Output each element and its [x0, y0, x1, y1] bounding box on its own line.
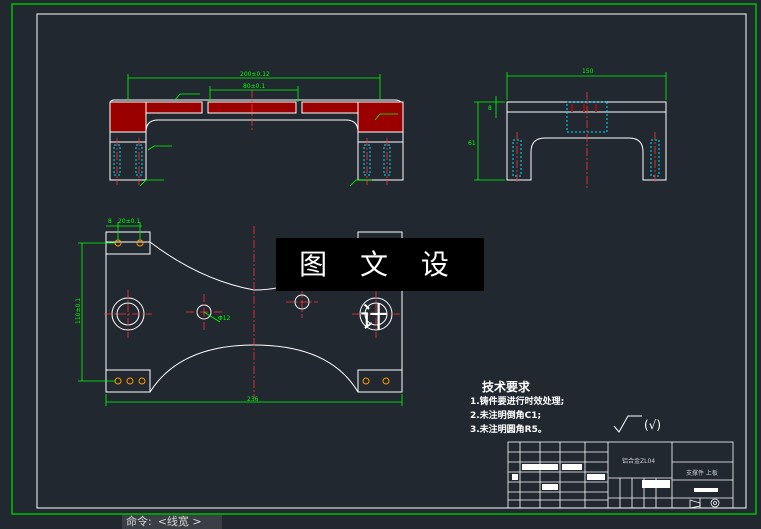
surface-roughness-symbol — [613, 415, 642, 433]
dim-side-height: 61 — [468, 140, 476, 147]
front-hidden-holes — [113, 144, 391, 176]
dim-side-small: 8 — [488, 105, 492, 112]
sheet-border — [11, 3, 757, 515]
plan-dimensions — [78, 222, 403, 406]
drawing-name: 支撑件 上板 — [686, 470, 718, 477]
dim-top-width: 200±0.12 — [240, 71, 270, 78]
command-label: 命令: — [126, 515, 152, 528]
drawing-frame — [36, 13, 747, 509]
side-section-marks — [571, 104, 597, 112]
tech-requirements-title: 技术要求 — [482, 380, 531, 394]
front-centerlines — [116, 90, 388, 185]
tech-requirement-item: 3.未注明圆角R5。 — [470, 425, 547, 435]
side-centerlines — [516, 92, 656, 188]
dim-side-width: 150 — [582, 68, 594, 75]
side-view — [506, 101, 667, 181]
dim-plan-height: 110±0.1 — [75, 298, 82, 324]
dim-hole-left: 8 — [108, 218, 112, 225]
dim-hole-dia: Φ12 — [218, 315, 231, 322]
side-hidden-holes — [512, 101, 660, 177]
command-line[interactable]: 命令: <线宽 > — [122, 515, 222, 529]
surface-mark-note: (√) — [644, 418, 662, 432]
tech-requirement-item: 1.铸件要进行时效处理; — [470, 397, 565, 407]
watermark-banner: 图 文 设 计 — [276, 238, 484, 334]
tech-requirements: 技术要求 1.铸件要进行时效处理; 2.未注明倒角C1; 3.未注明圆角R5。 — [470, 378, 564, 437]
title-block-fills — [512, 464, 718, 492]
dim-hole-pitch: 20±0.1 — [118, 218, 140, 225]
projection-symbol — [689, 498, 720, 509]
front-section-view — [109, 99, 404, 181]
front-dimensions — [127, 74, 398, 187]
tech-requirement-item: 2.未注明倒角C1; — [470, 411, 542, 421]
dim-top-inner: 80±0.1 — [243, 83, 265, 90]
command-value: <线宽 > — [157, 515, 202, 528]
part-material: 铝合金ZL04 — [622, 458, 656, 465]
dim-plan-width: 236 — [247, 396, 259, 403]
side-dimensions — [474, 72, 667, 181]
